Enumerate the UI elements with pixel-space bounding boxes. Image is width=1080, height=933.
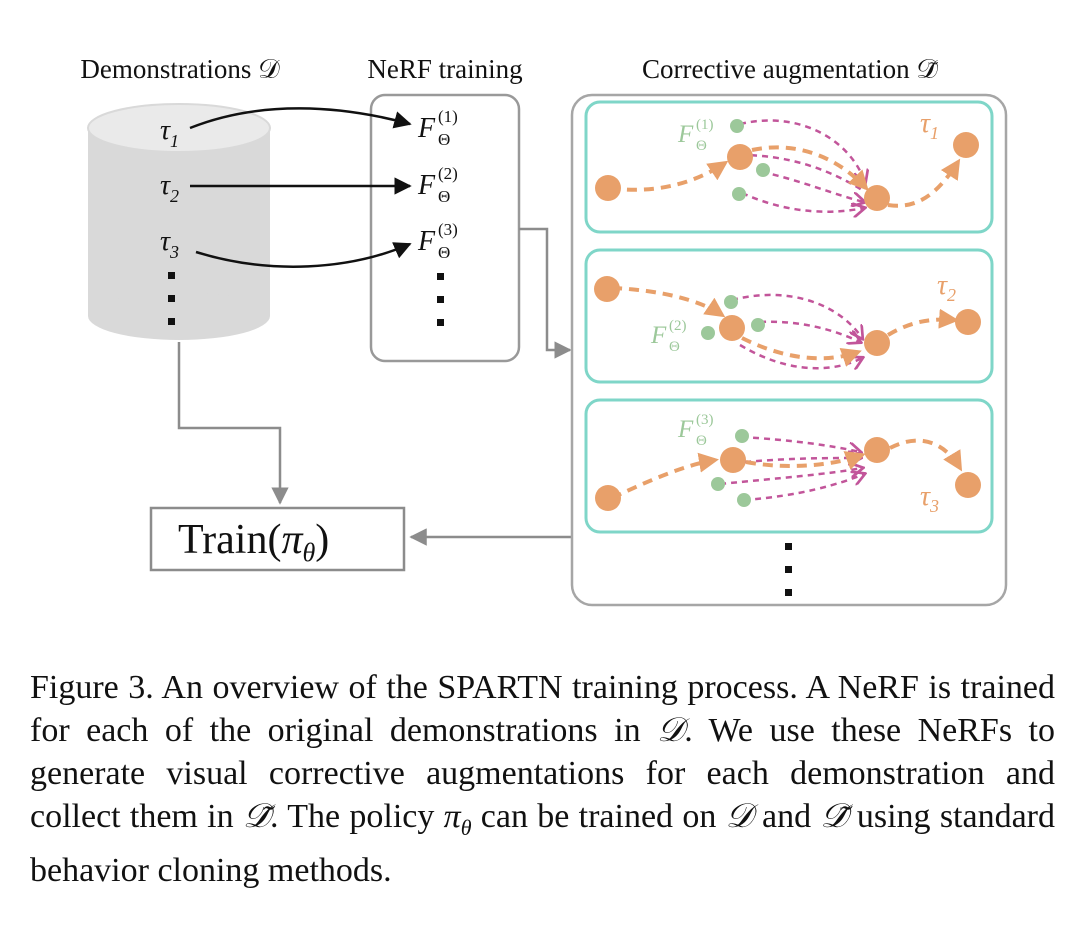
demo-label-tau2: τ2 <box>160 170 179 206</box>
svg-text:τ2: τ2 <box>937 270 956 305</box>
demo-label-tau3: τ3 <box>160 226 179 262</box>
spartn-overview-diagram: Demonstrations 𝒟 NeRF training Correctiv… <box>80 54 1008 607</box>
train-label: Train(πθ) <box>178 517 329 567</box>
svg-text:τ1: τ1 <box>160 115 179 151</box>
header-demonstrations: Demonstrations 𝒟 <box>80 54 280 84</box>
augmentation-panel-1: F Θ (1) τ1 <box>584 100 994 234</box>
svg-text:Θ: Θ <box>438 243 450 262</box>
svg-text:F: F <box>417 170 436 201</box>
nerf-label-1: F Θ (1) <box>417 107 458 149</box>
svg-text:Θ: Θ <box>696 433 707 449</box>
nerf-to-augmentation-arrow <box>519 227 572 359</box>
demos-to-train-arrow <box>177 342 289 505</box>
svg-text:(1): (1) <box>696 117 714 133</box>
svg-text:F: F <box>677 121 694 148</box>
svg-text:τ2: τ2 <box>160 170 179 206</box>
header-nerf-training: NeRF training <box>367 54 522 84</box>
svg-text:Θ: Θ <box>438 130 450 149</box>
nerf-label-3: F Θ (3) <box>417 220 458 262</box>
svg-text:F: F <box>417 226 436 257</box>
header-corrective-augmentation: Corrective augmentation 𝒟̃ <box>642 54 938 84</box>
svg-text:F: F <box>677 416 694 443</box>
augmentation-panel-2: F Θ (2) τ2 <box>584 248 994 384</box>
augmentation-panel-3: F Θ (3) τ3 <box>584 398 994 534</box>
cylinder-ellipsis-dots <box>168 272 175 325</box>
svg-text:(3): (3) <box>438 220 458 239</box>
svg-text:τ3: τ3 <box>160 226 179 262</box>
svg-text:(1): (1) <box>438 107 458 126</box>
svg-text:τ1: τ1 <box>920 108 939 143</box>
svg-text:Θ: Θ <box>696 138 707 154</box>
augmentation-ellipsis-dots <box>785 543 792 596</box>
nerf-ellipsis-dots <box>437 273 444 326</box>
svg-text:τ3: τ3 <box>920 481 939 516</box>
svg-text:(3): (3) <box>696 412 714 428</box>
svg-text:(2): (2) <box>669 318 687 334</box>
nerf-label-2: F Θ (2) <box>417 164 458 206</box>
svg-text:Θ: Θ <box>438 187 450 206</box>
demo-to-nerf-arrows <box>189 107 412 268</box>
train-box <box>149 506 406 572</box>
demo-label-tau1: τ1 <box>160 115 179 151</box>
figure-caption: Figure 3. An overview of the SPARTN trai… <box>30 669 1055 889</box>
svg-text:F: F <box>650 322 667 349</box>
svg-text:(2): (2) <box>438 164 458 183</box>
svg-text:Θ: Θ <box>669 339 680 355</box>
svg-text:F: F <box>417 113 436 144</box>
